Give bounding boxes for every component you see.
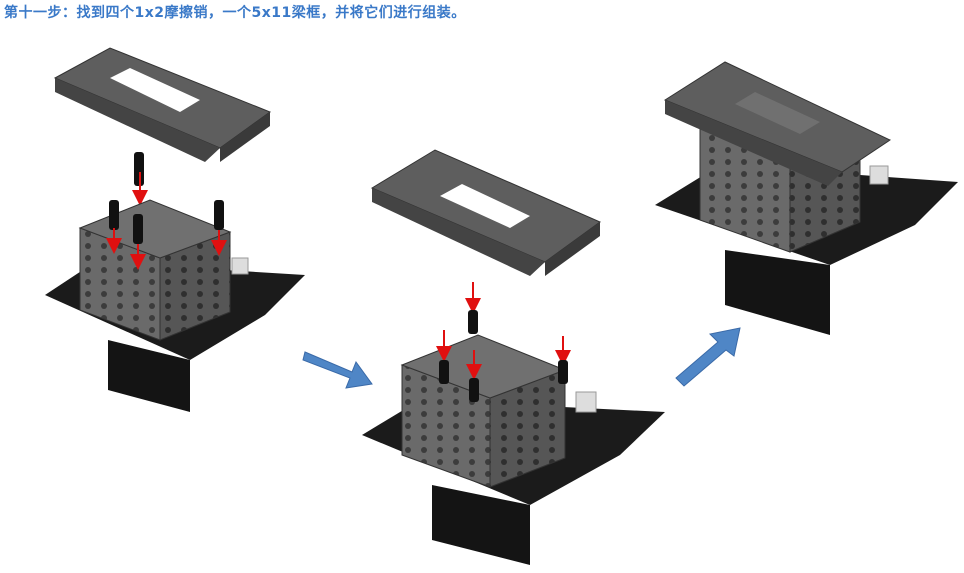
- sensor-cube: [869, 165, 889, 185]
- pin-icon: [558, 360, 568, 384]
- pin-icon: [133, 214, 143, 244]
- beam-frame-5x11: [663, 61, 892, 186]
- pin-long-icon: [134, 152, 144, 186]
- flow-arrow-1: [302, 351, 373, 389]
- step-1-parts-separate: [45, 47, 305, 412]
- instruction-text: 第十一步：找到四个1x2摩擦销，一个5x11梁框，并将它们进行组装。: [4, 5, 466, 21]
- beam-stack-block: [400, 334, 567, 488]
- pin-icon: [439, 360, 449, 384]
- pin-icon: [109, 200, 119, 230]
- pin-icon: [468, 310, 478, 334]
- step-3-frame-attached: [655, 61, 958, 335]
- flow-arrow-2: [675, 327, 741, 387]
- step-2-pins-inserted: [362, 149, 665, 565]
- beam-frame-5x11: [370, 149, 602, 276]
- sensor-cube: [231, 257, 249, 275]
- beam-frame-5x11: [53, 47, 272, 162]
- pin-icon: [469, 378, 479, 402]
- sensor-cube: [575, 391, 597, 413]
- pin-icon: [214, 200, 224, 230]
